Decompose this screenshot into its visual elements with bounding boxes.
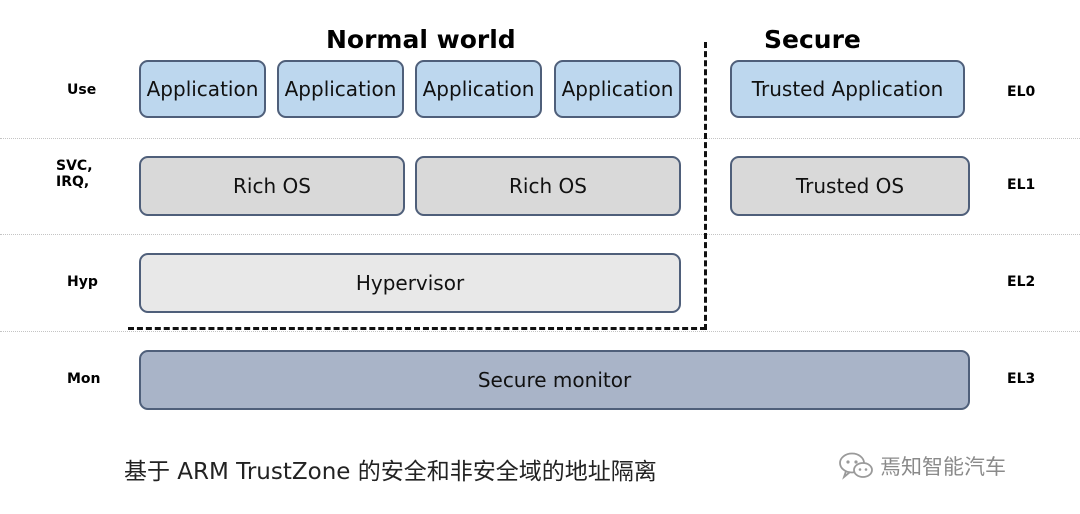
hypervisor-box: Hypervisor	[139, 253, 681, 313]
row-separator	[0, 331, 1080, 332]
secure-world-heading: Secure	[764, 25, 861, 54]
rich-os-box: Rich OS	[415, 156, 681, 216]
figure-caption: 基于 ARM TrustZone 的安全和非安全域的地址隔离	[124, 459, 657, 485]
application-box: Application	[139, 60, 266, 118]
secure-monitor-box: Secure monitor	[139, 350, 970, 410]
rich-os-box: Rich OS	[139, 156, 405, 216]
application-box: Application	[415, 60, 542, 118]
normal-world-heading: Normal world	[326, 25, 516, 54]
mode-label-hyp: Hyp	[67, 274, 98, 290]
exception-level-el1: EL1	[1007, 177, 1036, 193]
exception-level-el3: EL3	[1007, 371, 1036, 387]
watermark: 焉知智能汽车	[838, 451, 1006, 481]
mode-label-svc-irq: SVC, IRQ, ...	[56, 158, 93, 196]
mode-label-use: Use	[67, 82, 97, 98]
mode-label-mon: Mon	[67, 371, 101, 387]
application-box: Application	[277, 60, 404, 118]
watermark-text: 焉知智能汽车	[880, 455, 1006, 479]
row-separator	[0, 138, 1080, 139]
row-separator	[0, 234, 1080, 235]
trusted-os-box: Trusted OS	[730, 156, 970, 216]
exception-level-el0: EL0	[1007, 84, 1036, 100]
application-box: Application	[554, 60, 681, 118]
world-boundary-vertical	[704, 42, 707, 330]
exception-level-el2: EL2	[1007, 274, 1036, 290]
wechat-icon	[839, 452, 873, 480]
trusted-application-box: Trusted Application	[730, 60, 965, 118]
world-boundary-horizontal	[128, 327, 706, 330]
